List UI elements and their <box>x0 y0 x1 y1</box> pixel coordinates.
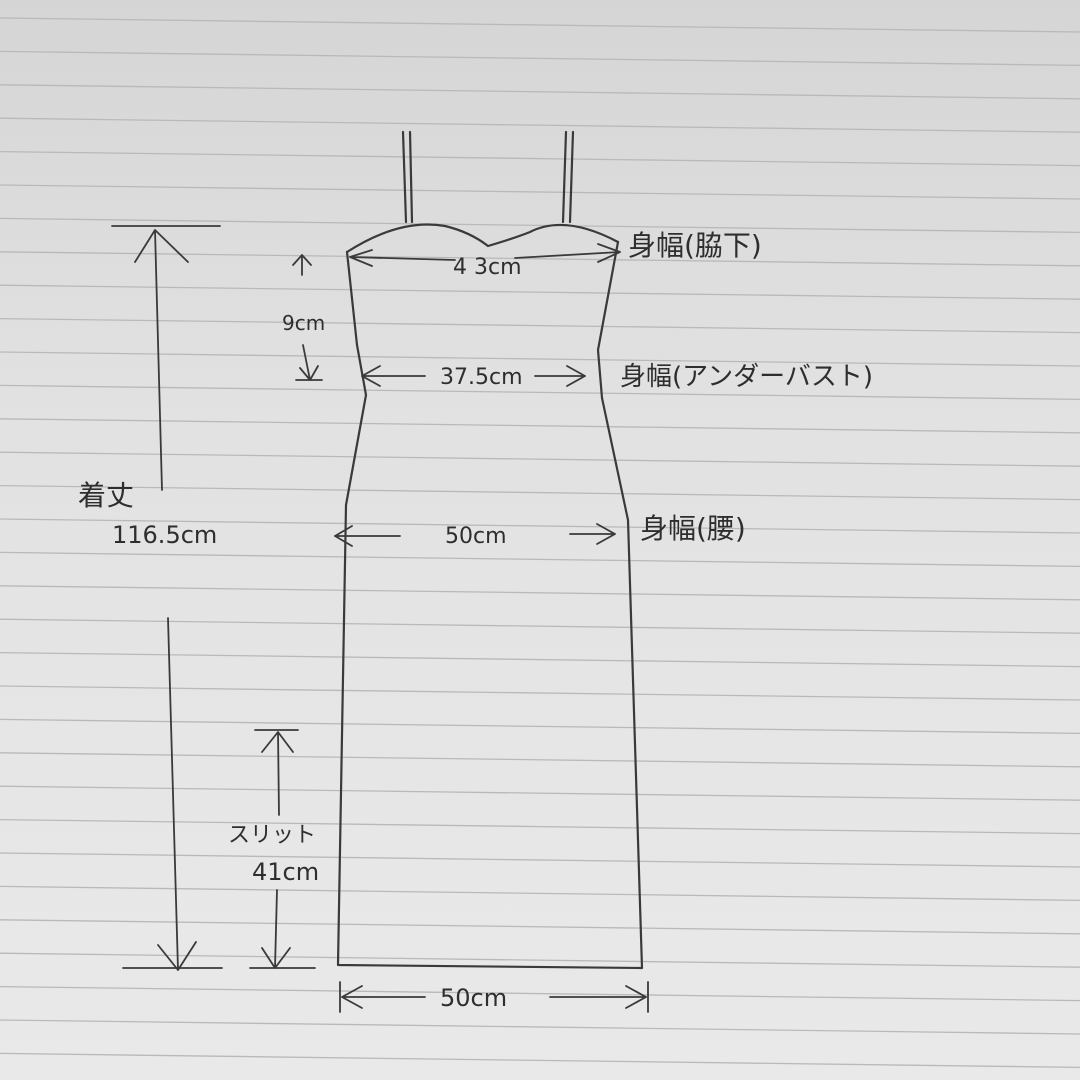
9cm-arrow-top <box>292 254 312 276</box>
ruled-line <box>0 985 1080 1002</box>
slit-label: スリット <box>228 823 316 848</box>
ruled-line <box>0 484 1080 501</box>
ruled-line <box>0 317 1080 334</box>
ruled-line <box>0 585 1080 601</box>
ruled-line <box>0 952 1080 968</box>
ruled-line <box>0 451 1080 467</box>
bust-neckline <box>345 223 620 254</box>
underbust-width-label: 身幅(アンダーバスト) <box>620 362 873 392</box>
underbust-arrow-right <box>534 365 586 387</box>
length-arrow-bottom <box>157 617 197 971</box>
ruled-line <box>0 217 1080 234</box>
ruled-line <box>0 384 1080 401</box>
ruled-line <box>0 718 1080 735</box>
ruled-line <box>0 418 1080 434</box>
hem-ticks <box>339 981 649 1013</box>
underbust-width-value: 37.5cm <box>440 365 523 390</box>
strap-to-underbust-value: 9cm <box>282 311 325 335</box>
underbust-arrow-left <box>361 365 426 387</box>
ruled-line <box>0 518 1080 534</box>
ruled-line <box>0 752 1080 768</box>
waist-width-value: 50cm <box>445 524 507 549</box>
left-strap <box>401 130 414 224</box>
waist-arrow-right <box>569 523 616 545</box>
length-value: 116.5cm <box>112 521 217 549</box>
ruled-line <box>0 84 1080 100</box>
length-arrow-top <box>134 229 189 491</box>
length-label: 着丈 <box>78 479 134 512</box>
chest-width-value: 4 3cm <box>453 255 522 280</box>
ruled-line <box>0 651 1080 668</box>
ruled-line <box>0 685 1080 701</box>
waist-width-label: 身幅(腰) <box>640 512 746 545</box>
hem-arrow-left <box>341 985 426 1009</box>
ruled-line <box>0 117 1080 133</box>
chest-arrow-right <box>514 243 621 263</box>
ruled-line <box>0 50 1080 67</box>
ruled-line <box>0 919 1080 935</box>
ruled-line <box>0 351 1080 367</box>
slit-arrow-bottom <box>261 889 291 969</box>
ruled-line <box>0 184 1080 200</box>
ruled-line <box>0 618 1080 634</box>
ruled-line <box>0 1052 1080 1069</box>
right-strap <box>561 130 575 224</box>
ruled-line <box>0 818 1080 835</box>
ruled-line <box>0 17 1080 33</box>
dress-outline <box>336 240 644 970</box>
hem-arrow-right <box>549 985 647 1009</box>
ruled-line <box>0 785 1080 801</box>
ruled-line <box>0 150 1080 167</box>
ruled-line <box>0 284 1080 300</box>
ruled-line <box>0 852 1080 868</box>
hem-width-value: 50cm <box>440 984 507 1012</box>
ruled-line <box>0 551 1080 568</box>
waist-arrow-left <box>334 525 401 547</box>
chest-width-label: 身幅(脇下) <box>628 229 762 262</box>
slit-arrow-top <box>261 731 294 816</box>
ruled-line <box>0 885 1080 902</box>
ruled-line <box>0 1019 1080 1035</box>
slit-value: 41cm <box>252 858 319 886</box>
chest-arrow-left <box>349 249 456 267</box>
9cm-arrow-bottom <box>295 344 323 381</box>
